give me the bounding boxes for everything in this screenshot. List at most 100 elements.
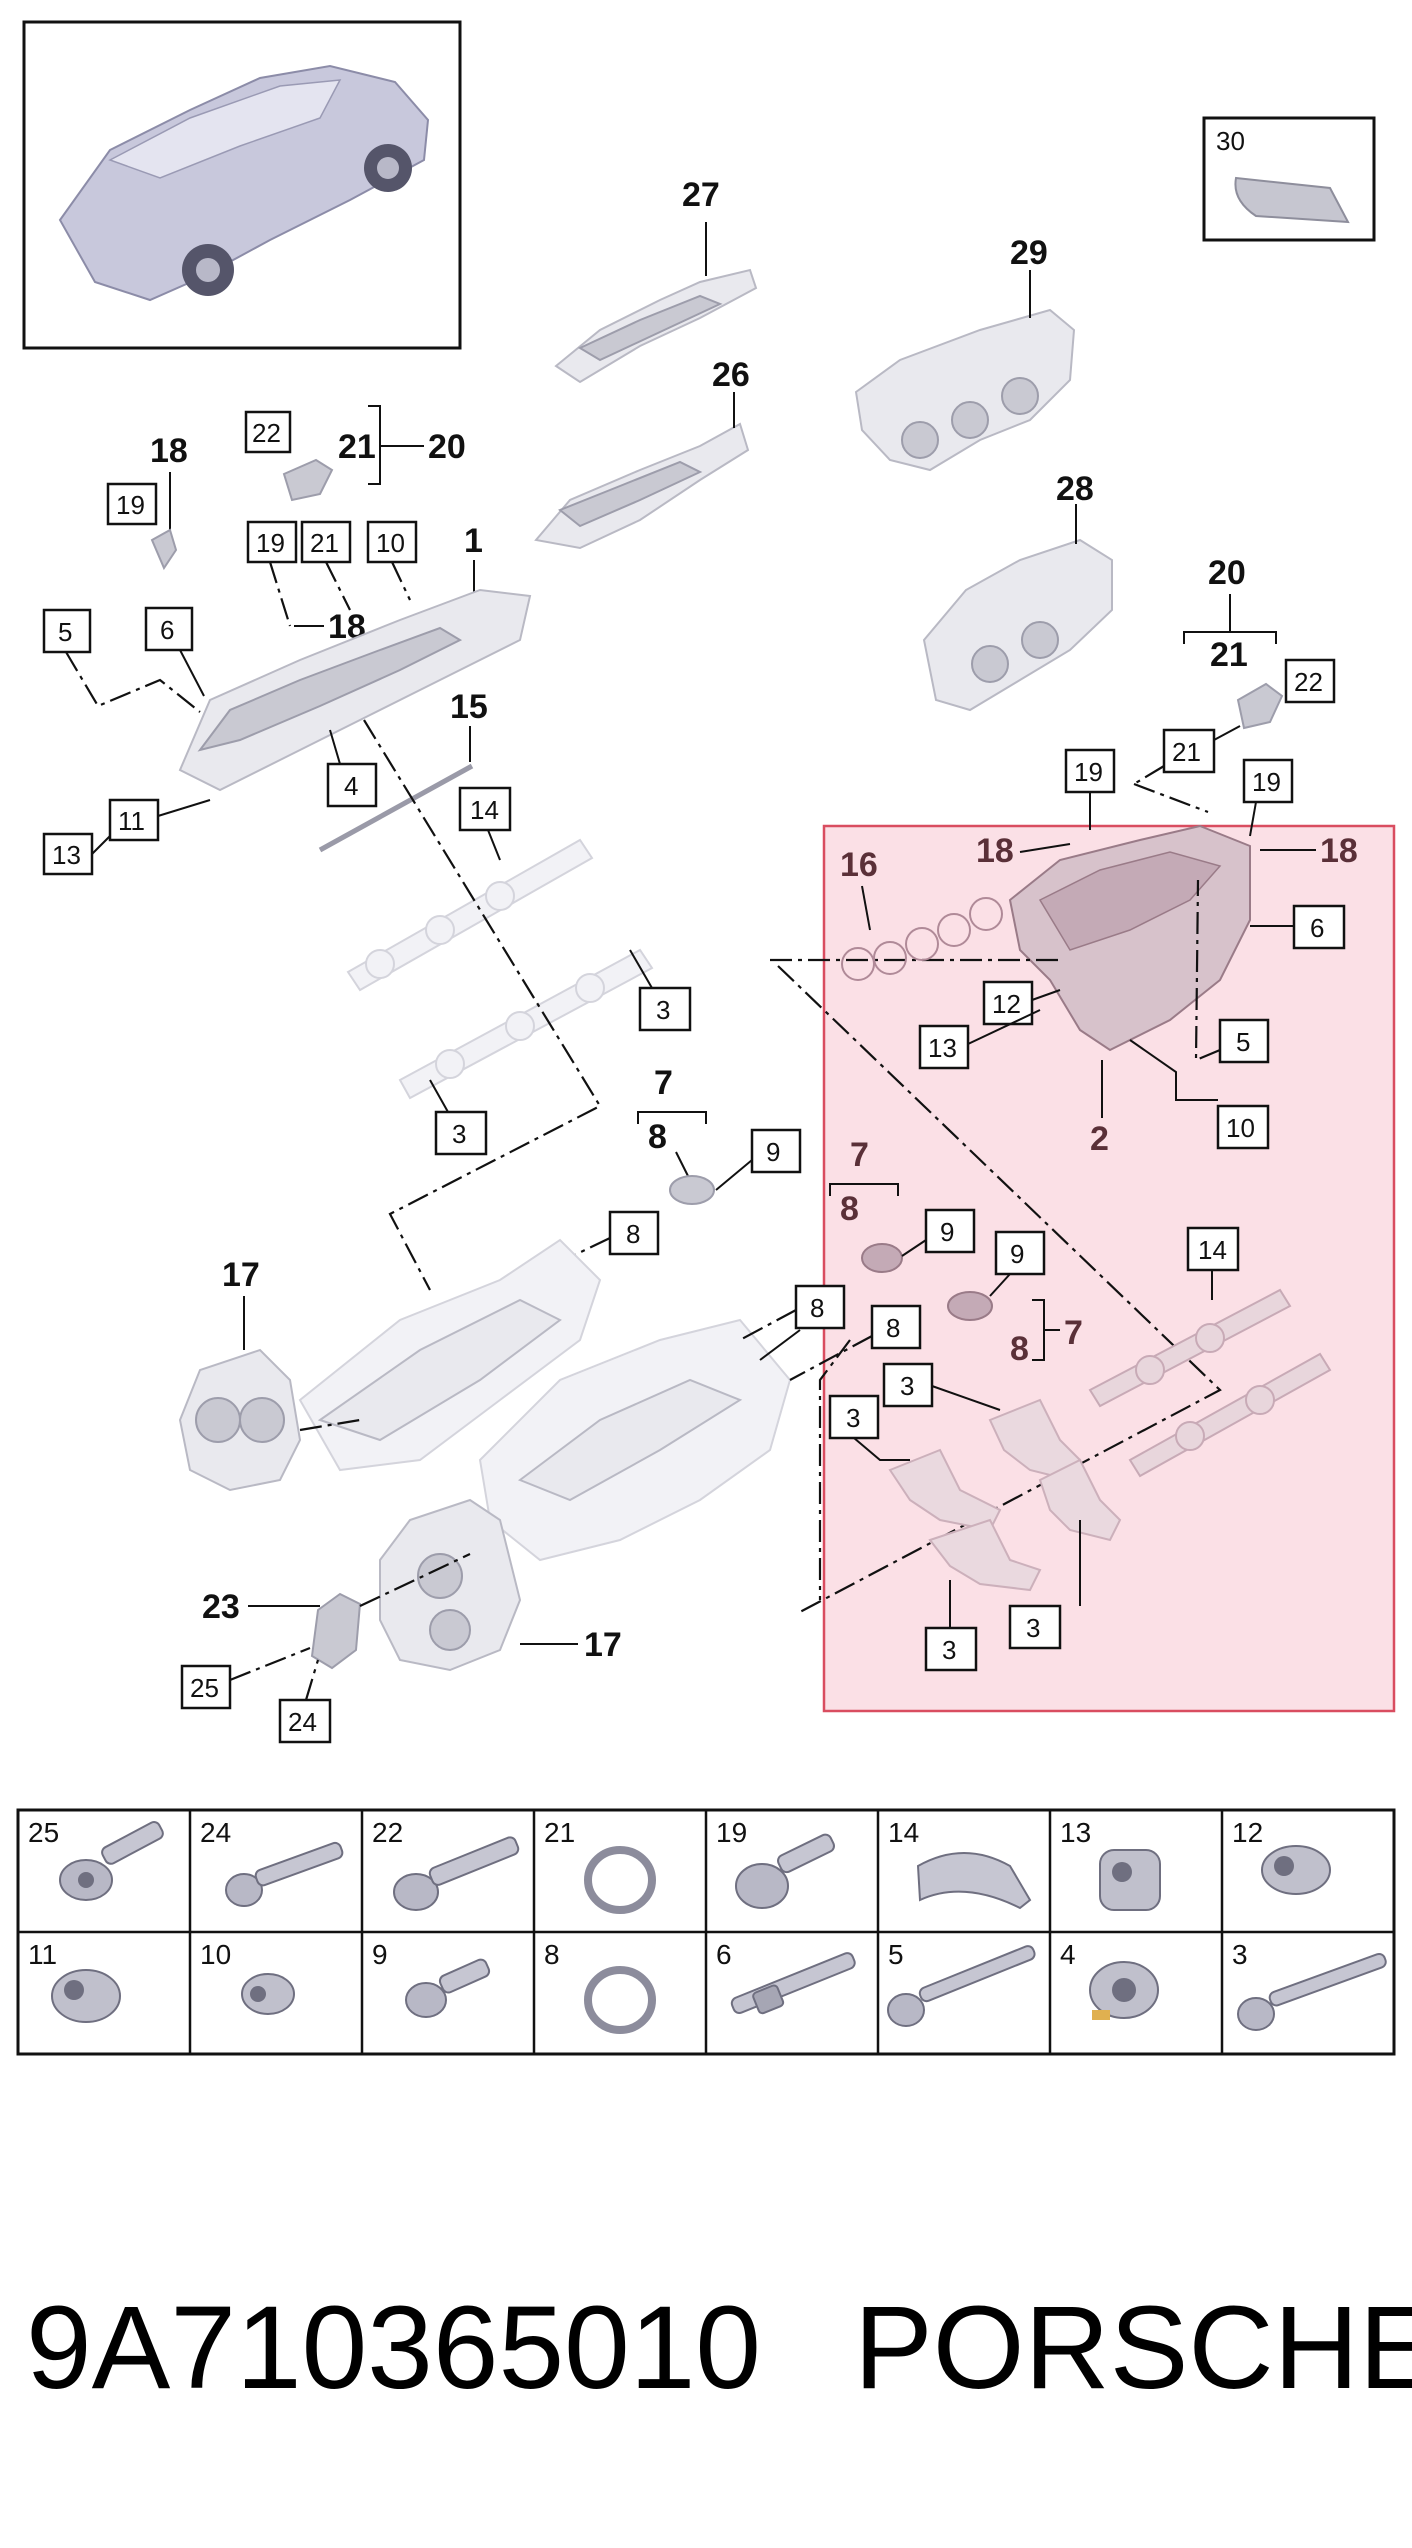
callout-14a: 14 xyxy=(470,795,499,825)
callout-22a: 22 xyxy=(252,418,281,448)
callout-3b: 3 xyxy=(452,1119,466,1149)
engine-block-center xyxy=(478,1318,801,1562)
callout-18d: 18 xyxy=(1320,832,1358,870)
part-17-left: 17 xyxy=(178,1256,361,1492)
part-28: 28 xyxy=(922,470,1113,712)
sleeve-12-icon xyxy=(1261,1845,1331,1895)
callout-8b: 8 xyxy=(626,1219,640,1249)
table-cell-r1c5: 19 xyxy=(716,1817,747,1848)
callout-8c: 8 xyxy=(840,1190,859,1228)
table-cell-r1c7: 13 xyxy=(1060,1817,1091,1848)
table-cell-r1c6: 14 xyxy=(888,1817,919,1848)
parts-table: 25 24 22 21 19 14 13 12 11 10 9 8 6 5 4 … xyxy=(16,1808,1396,2056)
callout-group-18-19-left: 18 19 19 21 10 1 18 xyxy=(106,432,483,646)
callout-5b: 5 xyxy=(1236,1027,1250,1057)
callout-5a: 5 xyxy=(58,617,72,647)
callout-21a: 21 xyxy=(338,428,376,466)
callout-18a: 18 xyxy=(150,432,188,470)
callout-6b: 6 xyxy=(1310,913,1324,943)
callout-27: 27 xyxy=(682,176,720,214)
footer-brand: PORSCHE xyxy=(854,2282,1412,2414)
callout-21c: 21 xyxy=(1210,636,1248,674)
callout-3f: 3 xyxy=(1026,1613,1040,1643)
callout-20b: 20 xyxy=(1208,554,1246,592)
callout-24: 24 xyxy=(288,1707,317,1737)
callout-group-7-8-9-center: 7 8 9 8 xyxy=(559,1064,802,1263)
callout-7a: 7 xyxy=(654,1064,673,1102)
part-27: 27 xyxy=(554,176,758,384)
table-cell-r2c8: 3 xyxy=(1232,1939,1248,1970)
bearing-caps-right: 3 3 3 3 xyxy=(828,1362,1122,1672)
bushing-10-icon xyxy=(241,1973,295,2015)
engine-block-left xyxy=(298,1238,602,1472)
callout-3e: 3 xyxy=(942,1635,956,1665)
callout-3a: 3 xyxy=(656,995,670,1025)
table-cell-r2c1: 11 xyxy=(28,1939,57,1970)
part-26: 26 xyxy=(534,356,750,550)
camshafts-right: 14 xyxy=(1088,1226,1332,1478)
table-cell-r1c8: 12 xyxy=(1232,1817,1263,1848)
table-cell-r1c2: 24 xyxy=(200,1817,231,1848)
stud-6-icon xyxy=(730,1952,856,2015)
footer-part-number: 9A710365010 xyxy=(26,2282,761,2414)
part-29: 29 xyxy=(854,234,1076,472)
gasket-16 xyxy=(841,897,1003,981)
callout-12: 12 xyxy=(992,989,1021,1019)
part-17-right-group: 17 23 25 24 xyxy=(180,1498,622,1744)
bolt-19-icon xyxy=(735,1833,835,1909)
callout-29: 29 xyxy=(1010,234,1048,272)
callout-18c: 18 xyxy=(976,832,1014,870)
bolt-24-icon xyxy=(225,1841,344,1907)
bolt-9-icon xyxy=(405,1958,491,2018)
table-cell-r2c5: 6 xyxy=(716,1939,732,1970)
callout-group-left-cover: 5 6 4 15 14 11 13 xyxy=(42,606,512,876)
callout-9a: 9 xyxy=(766,1137,780,1167)
table-cell-r2c3: 9 xyxy=(372,1939,388,1970)
callout-19a: 19 xyxy=(116,490,145,520)
callout-group-20-left: 22 21 20 xyxy=(244,405,466,502)
vehicle-thumbnail xyxy=(22,20,462,350)
camshafts-left: 3 3 xyxy=(346,838,692,1156)
callout-16: 16 xyxy=(840,846,878,884)
callout-10b: 10 xyxy=(1226,1113,1255,1143)
callout-9c: 9 xyxy=(1010,1239,1024,1269)
callout-11: 11 xyxy=(118,806,145,836)
callout-17a: 17 xyxy=(222,1256,260,1294)
callout-14b: 14 xyxy=(1198,1235,1227,1265)
callout-19b: 19 xyxy=(256,528,285,558)
bushing-13-icon xyxy=(1099,1849,1161,1911)
callout-30: 30 xyxy=(1216,126,1245,156)
part-2-cylinder-head xyxy=(770,824,1251,1052)
table-cell-r2c7: 4 xyxy=(1060,1939,1076,1970)
callout-2: 2 xyxy=(1090,1120,1109,1158)
callout-10a: 10 xyxy=(376,528,405,558)
callout-9b: 9 xyxy=(940,1217,954,1247)
bolt-3-icon xyxy=(1237,1952,1387,2031)
callout-8e: 8 xyxy=(810,1293,824,1323)
table-cell-r2c2: 10 xyxy=(200,1939,231,1970)
callout-19d: 19 xyxy=(1252,767,1281,797)
callout-21d: 21 xyxy=(1172,737,1201,767)
callout-8f: 8 xyxy=(886,1313,900,1343)
bolt-25-icon xyxy=(59,1821,164,1901)
callout-6a: 6 xyxy=(160,615,174,645)
callout-group-20-right: 20 21 22 21 xyxy=(1133,554,1336,814)
callout-20a: 20 xyxy=(428,428,466,466)
callout-13a: 13 xyxy=(52,840,81,870)
part-30-box: 30 xyxy=(1202,116,1376,242)
callout-group-right-head: 19 19 18 18 16 6 12 13 5 2 10 xyxy=(840,748,1358,1158)
seal-ring-8-icon xyxy=(584,1966,656,2034)
table-cell-r1c1: 25 xyxy=(28,1817,59,1848)
table-cell-r2c4: 8 xyxy=(544,1939,560,1970)
callout-26: 26 xyxy=(712,356,750,394)
part-1-cover xyxy=(178,588,532,792)
seal-ring-21-icon xyxy=(584,1846,656,1914)
callout-group-7-8-9-right: 7 8 9 9 8 7 8 8 xyxy=(739,1136,1083,1600)
callout-3d: 3 xyxy=(846,1403,860,1433)
half-bearing-14-icon xyxy=(916,1852,1032,1910)
callout-13b: 13 xyxy=(928,1033,957,1063)
callout-25: 25 xyxy=(190,1673,219,1703)
table-cell-r1c3: 22 xyxy=(372,1817,403,1848)
table-cell-r2c6: 5 xyxy=(888,1939,904,1970)
